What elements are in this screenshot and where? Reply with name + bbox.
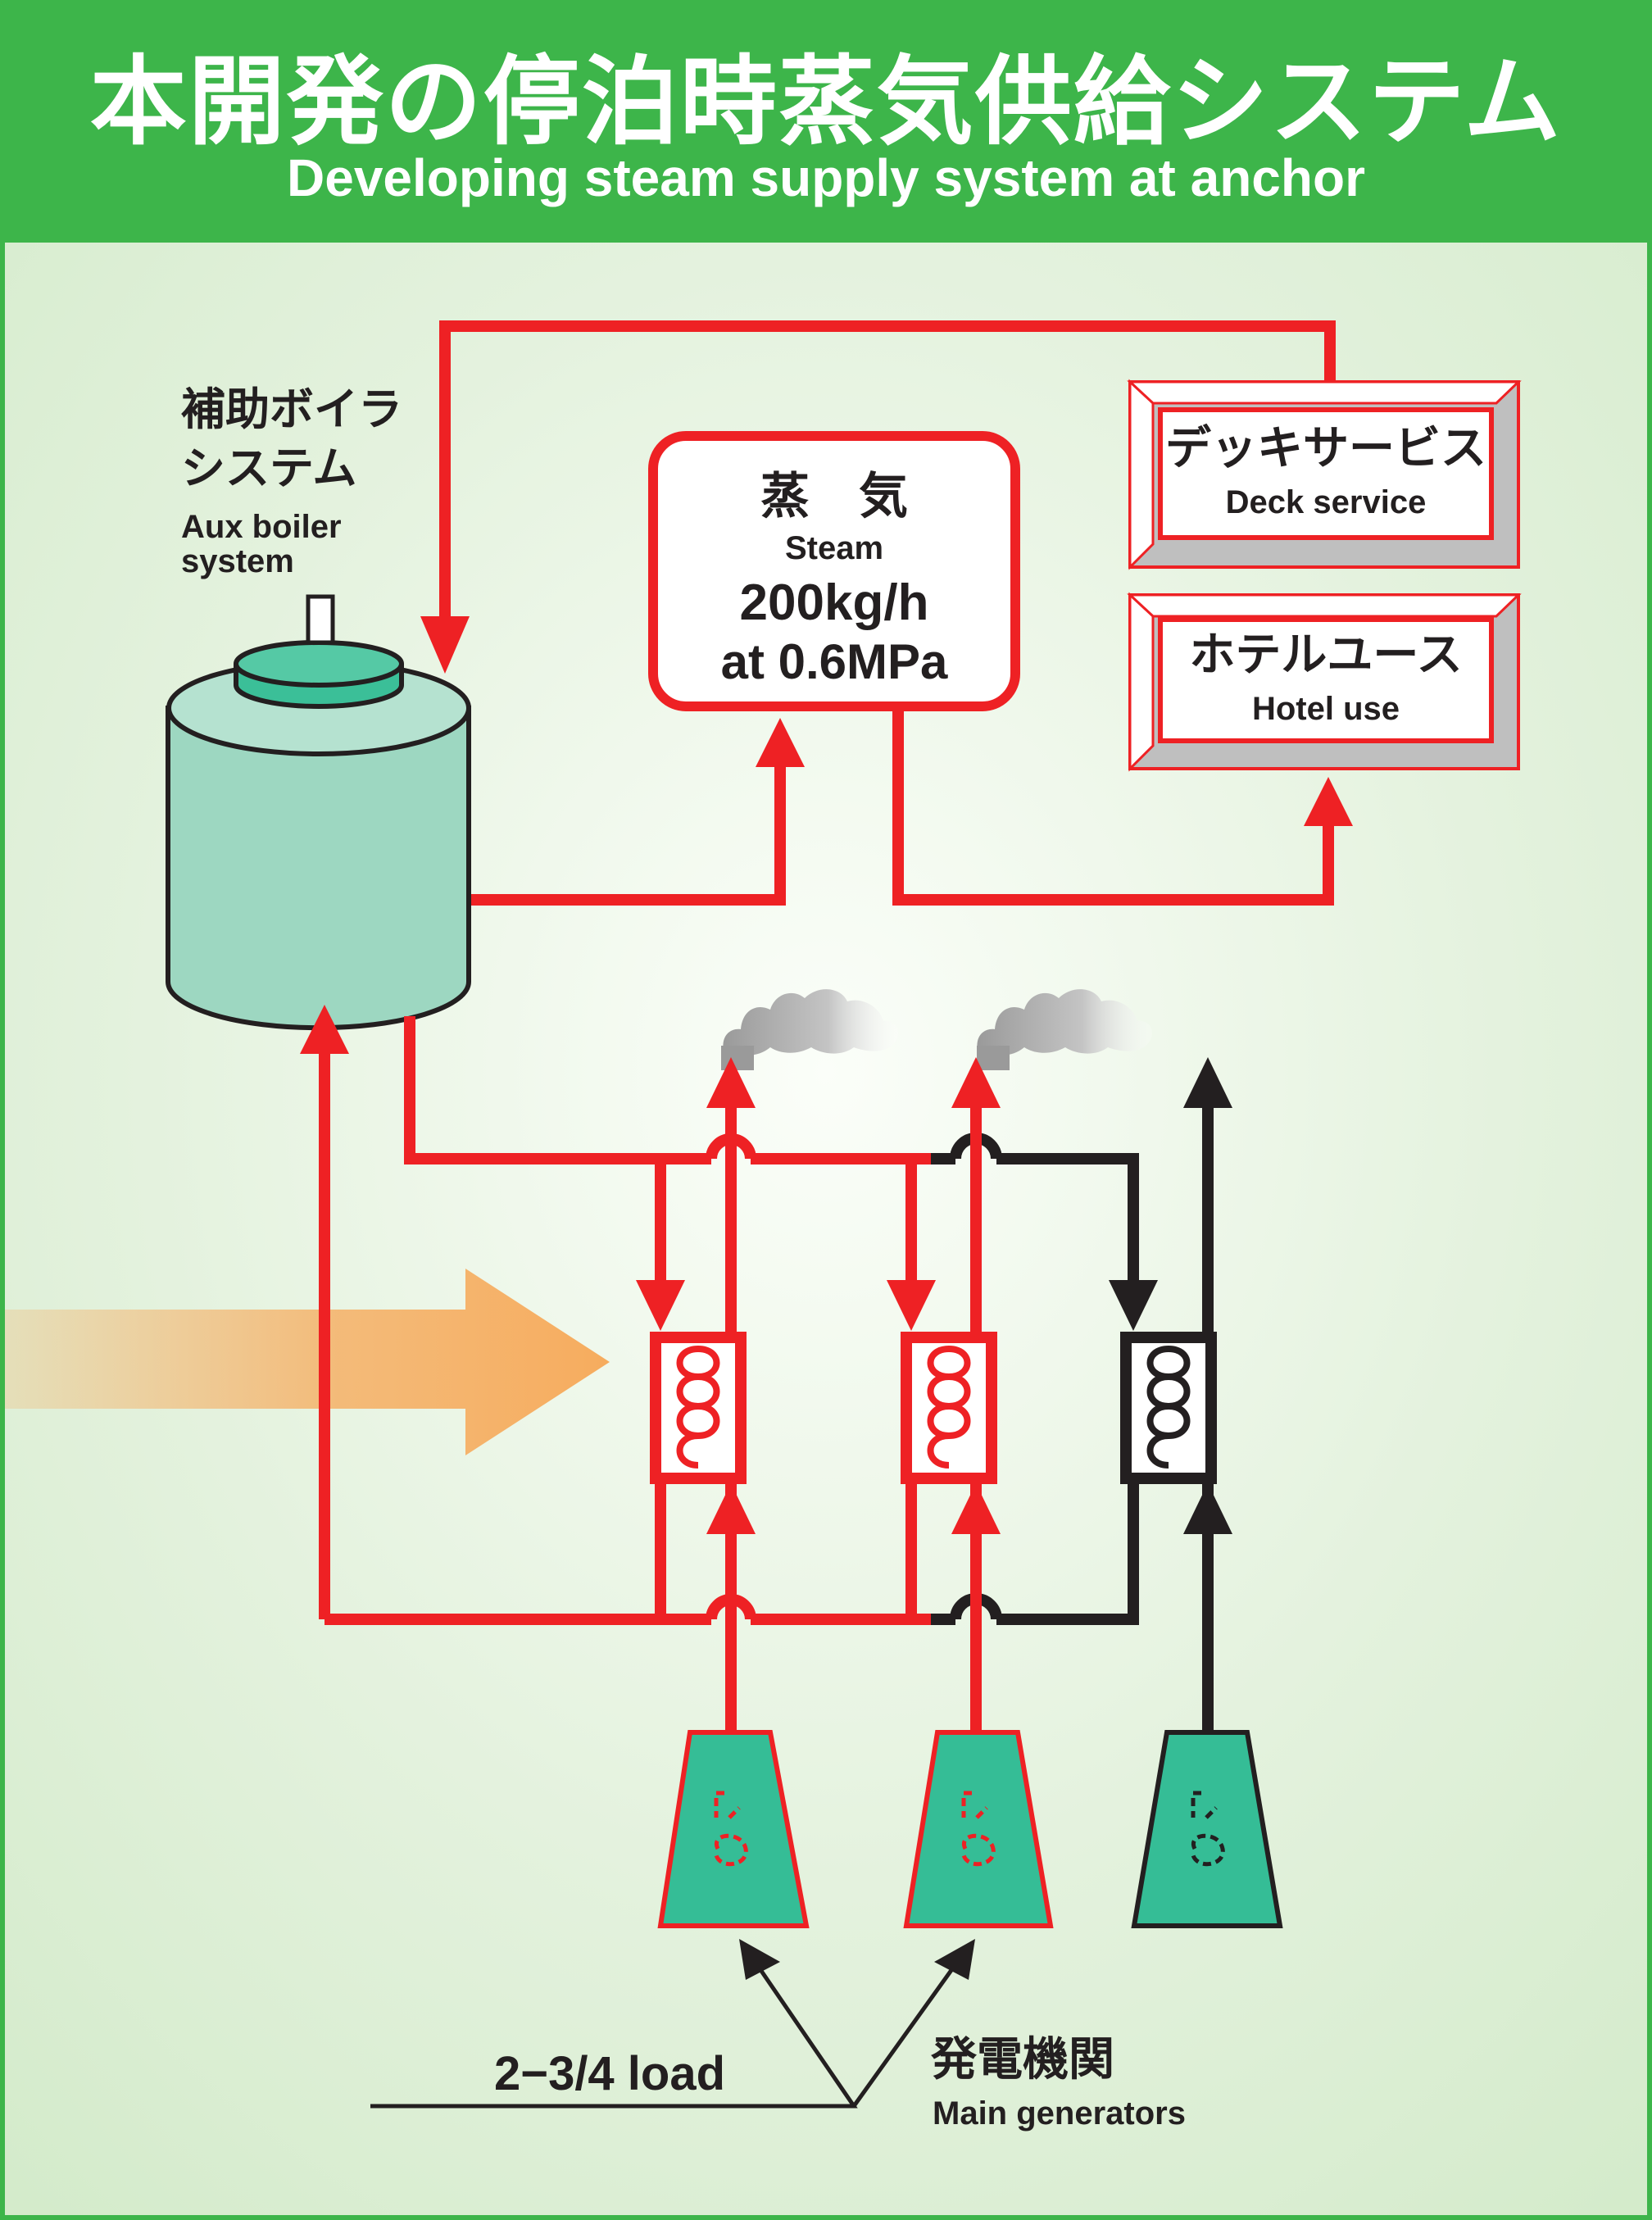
deck-service-label-jp: デッキサービス [1165,422,1486,475]
deck-service-label-en: Deck service [1226,484,1427,520]
feed-arrow-1 [636,1280,685,1331]
header-banner: 本開発の停泊時蒸気供給システム Developing steam supply … [0,0,1652,243]
heat-exchanger-2 [901,1332,997,1484]
hotel-use-label-en: Hotel use [1252,691,1400,727]
heat-exchanger-3 [1120,1332,1217,1484]
boiler-return-arrow [300,1005,349,1054]
return-pipe-top [439,320,1336,616]
hotel-use-label-jp: ホテルユース [1189,629,1462,682]
boiler-inlet-arrow [420,616,470,674]
heat-input-arrow [5,1269,610,1455]
steam-box-inlet-arrow [756,718,805,767]
exhaust-arrow-2 [951,1057,1001,1108]
steam-flow-value: 200kg/h [740,574,929,631]
feed-arrow-2 [887,1280,936,1331]
steam-box [648,431,1020,711]
load-arrow-1 [739,1939,780,1980]
exhaust-arrow-3 [1183,1057,1232,1108]
load-arrow-2 [934,1939,975,1980]
generators-label-jp: 発電機関 [931,2033,1114,2086]
hotel-use-box [1127,592,1522,772]
exhaust-in-arrow-2 [951,1483,1001,1534]
load-label: 2−3/4 load [494,2047,725,2100]
steam-distribution-pipes [469,708,1334,906]
aux-boiler-label-jp-1: 補助ボイラ [181,384,402,435]
aux-boiler-tank [166,594,471,1031]
generator-1 [657,1730,810,1928]
load-indicator-lines [370,1954,964,2109]
generators-label-en: Main generators [933,2095,1186,2131]
steam-pressure-value: at 0.6MPa [721,634,948,689]
heat-exchanger-1 [650,1332,747,1484]
steam-title-en: Steam [785,530,883,566]
hotel-inlet-arrow [1304,777,1353,826]
aux-boiler-label-jp-2: システム [181,443,356,494]
generator-3 [1131,1730,1283,1928]
page-title: 本開発の停泊時蒸気供給システム [89,45,1563,158]
system-diagram: 補助ボイラ システム Aux boiler system 蒸 気 Steam 2… [5,243,1647,2215]
exhaust-in-arrow-1 [706,1483,756,1534]
exhaust-arrow-1 [706,1057,756,1108]
steam-title-jp: 蒸 気 [760,468,908,525]
deck-service-box [1127,379,1522,570]
diagram-panel: 補助ボイラ システム Aux boiler system 蒸 気 Steam 2… [5,243,1647,2215]
exhaust-smoke-2 [977,989,1153,1070]
generator-2 [903,1730,1054,1928]
page-subtitle: Developing steam supply system at anchor [287,148,1365,207]
exhaust-smoke-1 [721,989,899,1070]
aux-boiler-label-en-1: Aux boiler [181,509,342,545]
exhaust-in-arrow-3 [1183,1483,1232,1534]
aux-boiler-label-en-2: system [181,543,294,579]
feed-arrow-3 [1109,1280,1158,1331]
